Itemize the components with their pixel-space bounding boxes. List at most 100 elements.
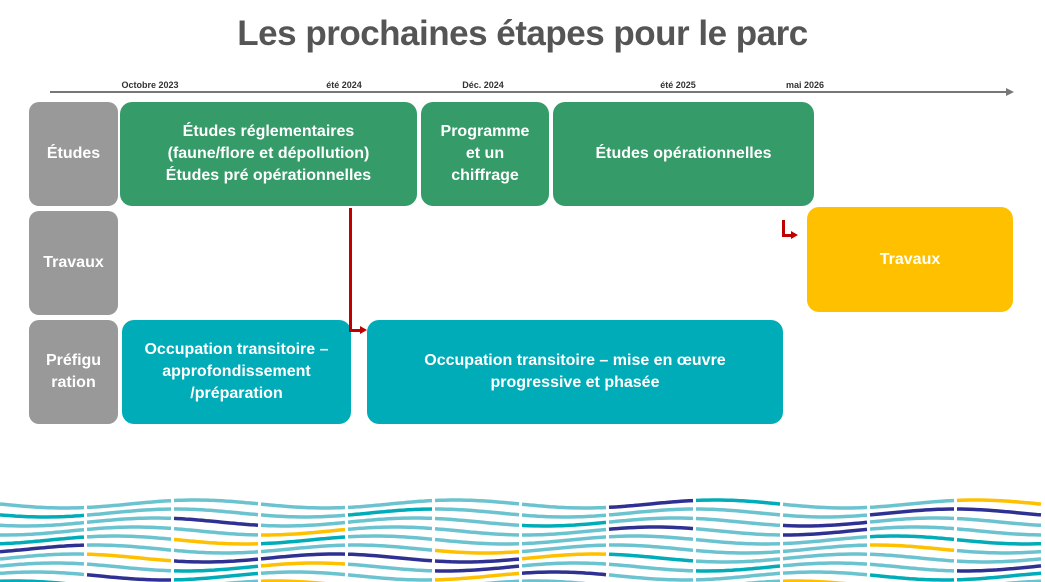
wave-stroke	[695, 498, 781, 506]
connector-arrow	[349, 208, 352, 332]
wave-stroke	[86, 516, 172, 525]
wave-stroke	[869, 507, 954, 517]
wave-stroke	[0, 513, 85, 519]
wave-stroke	[521, 552, 606, 561]
wave-stroke	[434, 537, 520, 546]
wave-stroke	[521, 561, 607, 568]
wave-stroke	[0, 502, 85, 510]
wave-stroke	[0, 552, 85, 561]
timeline-label: été 2024	[326, 80, 362, 90]
wave-stroke	[173, 516, 259, 527]
wave-stroke	[695, 548, 781, 555]
wave-stroke	[260, 552, 346, 561]
decorative-waves	[0, 498, 1042, 582]
wave-stroke	[869, 525, 955, 531]
connector-arrow	[782, 220, 785, 237]
step-travaux: Travaux	[807, 207, 1013, 312]
arrowhead-icon	[360, 326, 367, 334]
wave-stroke	[956, 548, 1042, 555]
wave-stroke	[261, 527, 346, 537]
wave-stroke	[956, 557, 1042, 564]
wave-stroke	[521, 513, 607, 519]
wave-stroke	[956, 564, 1042, 573]
wave-stroke	[86, 534, 172, 541]
wave-stroke	[260, 535, 346, 546]
wave-stroke	[347, 573, 433, 582]
wave-stroke	[434, 526, 520, 537]
wave-stroke	[782, 570, 868, 577]
wave-stroke	[608, 552, 694, 563]
wave-stroke	[174, 507, 259, 517]
wave-stroke	[0, 527, 85, 537]
step-etudes-reglementaires: Études réglementaires (faune/flore et dé…	[120, 102, 417, 206]
timeline-arrow-icon	[1006, 88, 1014, 96]
row-label-travaux: Travaux	[29, 211, 118, 315]
wave-stroke	[869, 534, 955, 542]
wave-stroke	[521, 570, 607, 577]
wave-stroke	[782, 520, 868, 528]
wave-stroke	[782, 535, 868, 546]
wave-stroke	[0, 570, 85, 577]
wave-stroke	[347, 552, 433, 563]
wave-stroke	[347, 516, 433, 524]
wave-stroke	[173, 571, 259, 582]
row-label-etudes: Études	[29, 102, 118, 206]
wave-stroke	[782, 543, 868, 554]
wave-stroke	[434, 516, 520, 527]
wave-stroke	[173, 526, 258, 537]
timeline-axis	[50, 91, 1008, 93]
wave-stroke	[869, 552, 955, 563]
wave-stroke	[86, 573, 171, 582]
wave-stroke	[347, 498, 433, 510]
row-label-prefiguration: Préfigu ration	[29, 320, 118, 424]
wave-stroke	[956, 498, 1042, 506]
wave-stroke	[956, 537, 1042, 546]
wave-stroke	[608, 573, 694, 582]
wave-stroke	[434, 557, 520, 564]
wave-stroke	[347, 507, 433, 517]
step-programme-chiffrage: Programme et un chiffrage	[421, 102, 549, 206]
wave-stroke	[86, 562, 172, 573]
wave-stroke	[347, 525, 433, 532]
page-title: Les prochaines étapes pour le parc	[237, 14, 808, 53]
wave-stroke	[956, 516, 1042, 528]
wave-stroke	[782, 502, 868, 510]
wave-stroke	[782, 513, 868, 519]
wave-stroke	[173, 557, 259, 564]
wave-stroke	[695, 571, 781, 582]
wave-stroke	[260, 502, 346, 510]
wave-stroke	[695, 564, 781, 573]
wave-stroke	[695, 537, 781, 546]
wave-stroke	[521, 502, 607, 510]
wave-stroke	[0, 561, 85, 568]
wave-stroke	[260, 570, 346, 577]
timeline-label: mai 2026	[785, 80, 825, 90]
wave-stroke	[434, 571, 520, 582]
wave-stroke	[173, 498, 259, 506]
wave-stroke	[783, 527, 868, 537]
wave-stroke	[173, 548, 259, 555]
wave-stroke	[173, 537, 259, 546]
wave-stroke	[86, 543, 172, 552]
wave-stroke	[782, 561, 868, 568]
wave-stroke	[956, 571, 1042, 582]
wave-stroke	[869, 573, 955, 582]
wave-stroke	[522, 527, 607, 537]
wave-stroke	[86, 552, 172, 563]
wave-stroke	[608, 498, 694, 510]
wave-stroke	[782, 579, 847, 582]
wave-stroke	[521, 520, 607, 528]
wave-stroke	[521, 535, 607, 546]
wave-stroke	[0, 520, 85, 528]
step-occupation-mise-en-oeuvre: Occupation transitoire – mise en œuvre p…	[367, 320, 783, 424]
timeline-label: Déc. 2024	[462, 80, 504, 90]
wave-stroke	[260, 513, 346, 519]
arrowhead-icon	[791, 231, 798, 239]
step-etudes-operationnelles: Études opérationnelles	[553, 102, 814, 206]
wave-stroke	[608, 507, 693, 517]
step-occupation-approfondissement: Occupation transitoire – approfondisseme…	[122, 320, 351, 424]
wave-stroke	[86, 498, 172, 510]
wave-stroke	[608, 516, 694, 524]
wave-stroke	[434, 498, 520, 506]
wave-stroke	[435, 507, 520, 517]
